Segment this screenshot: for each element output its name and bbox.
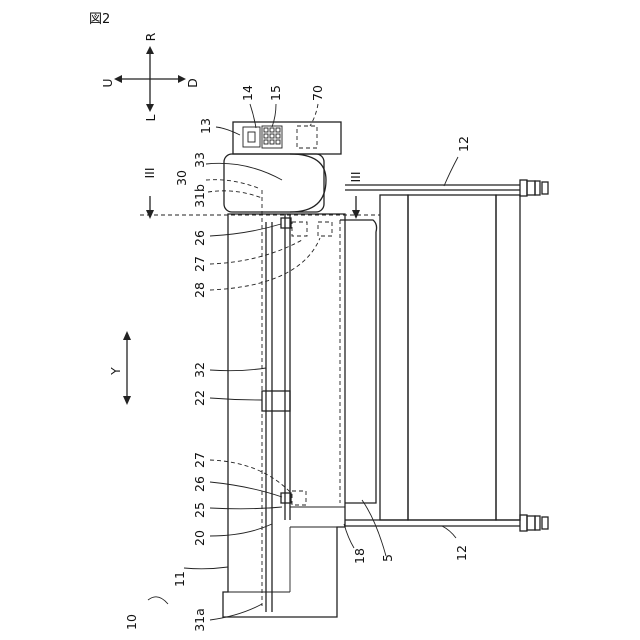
orientation-indicator: R L U D <box>100 32 200 121</box>
printer-main-body <box>223 214 345 617</box>
label-5: 5 <box>380 554 395 562</box>
label-15: 15 <box>268 85 283 101</box>
label-10: 10 <box>124 614 139 630</box>
direction-l-label: L <box>143 114 158 121</box>
label-13: 13 <box>198 118 213 134</box>
arrow-left-icon <box>114 75 122 83</box>
arrow-down-icon <box>146 104 154 112</box>
guide-rail <box>262 190 290 612</box>
label-14: 14 <box>240 85 255 101</box>
label-70: 70 <box>310 85 325 101</box>
y-axis-arrow: Y <box>108 331 131 405</box>
section-mark-right: III <box>348 171 363 182</box>
reference-numerals: 10 11 12 12 13 14 15 70 30 33 31b 26 27 … <box>124 85 471 632</box>
label-12-bottom: 12 <box>454 545 469 561</box>
label-26-bottom: 26 <box>192 476 207 492</box>
figure-title: 図2 <box>89 12 110 27</box>
label-28: 28 <box>192 282 207 298</box>
end-units <box>281 218 332 505</box>
arrow-up-icon <box>146 46 154 54</box>
label-20: 20 <box>192 530 207 546</box>
label-18: 18 <box>352 548 367 564</box>
label-26-top: 26 <box>192 230 207 246</box>
label-30: 30 <box>174 170 189 186</box>
label-33: 33 <box>192 152 207 168</box>
section-mark-left: III <box>142 167 157 178</box>
label-12-top: 12 <box>456 136 471 152</box>
label-32: 32 <box>192 362 207 378</box>
direction-u-label: U <box>100 78 115 87</box>
label-11: 11 <box>172 571 187 587</box>
label-31a: 31a <box>192 608 207 632</box>
label-25: 25 <box>192 502 207 518</box>
label-31b: 31b <box>192 184 207 208</box>
label-22: 22 <box>192 390 207 406</box>
direction-d-label: D <box>185 78 200 88</box>
top-unit <box>224 122 341 212</box>
label-27-bottom: 27 <box>192 452 207 468</box>
keypad-buttons <box>264 128 280 144</box>
y-axis-label: Y <box>108 367 123 376</box>
direction-r-label: R <box>143 32 158 41</box>
label-27-top: 27 <box>192 256 207 272</box>
